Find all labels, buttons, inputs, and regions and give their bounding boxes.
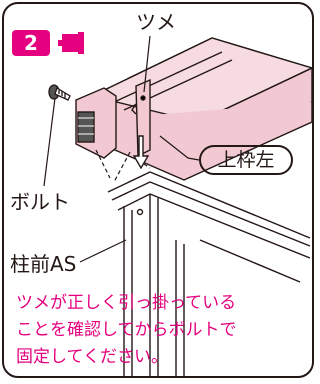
upper-frame-label: 上枠左 [199,145,293,175]
pillar-label: 柱前AS [10,252,77,276]
caution-note: ツメが正しく引っ掛っている ことを確認してからボルトで 固定してください。 [16,290,312,371]
step-badge: 2 [12,30,50,56]
bolt-label: ボルト [10,190,70,214]
note-line: 固定してください。 [16,347,168,367]
note-line: ことを確認してからボルトで [16,320,237,340]
screw-icon [48,84,71,101]
end-cap [75,87,117,159]
note-line: ツメが正しく引っ掛っている [16,293,237,313]
insert-arrow [132,135,150,170]
claw-label: ツメ [136,10,176,34]
leader-lines [43,35,200,263]
lower-frame [107,171,311,378]
camera-icon [58,32,84,54]
